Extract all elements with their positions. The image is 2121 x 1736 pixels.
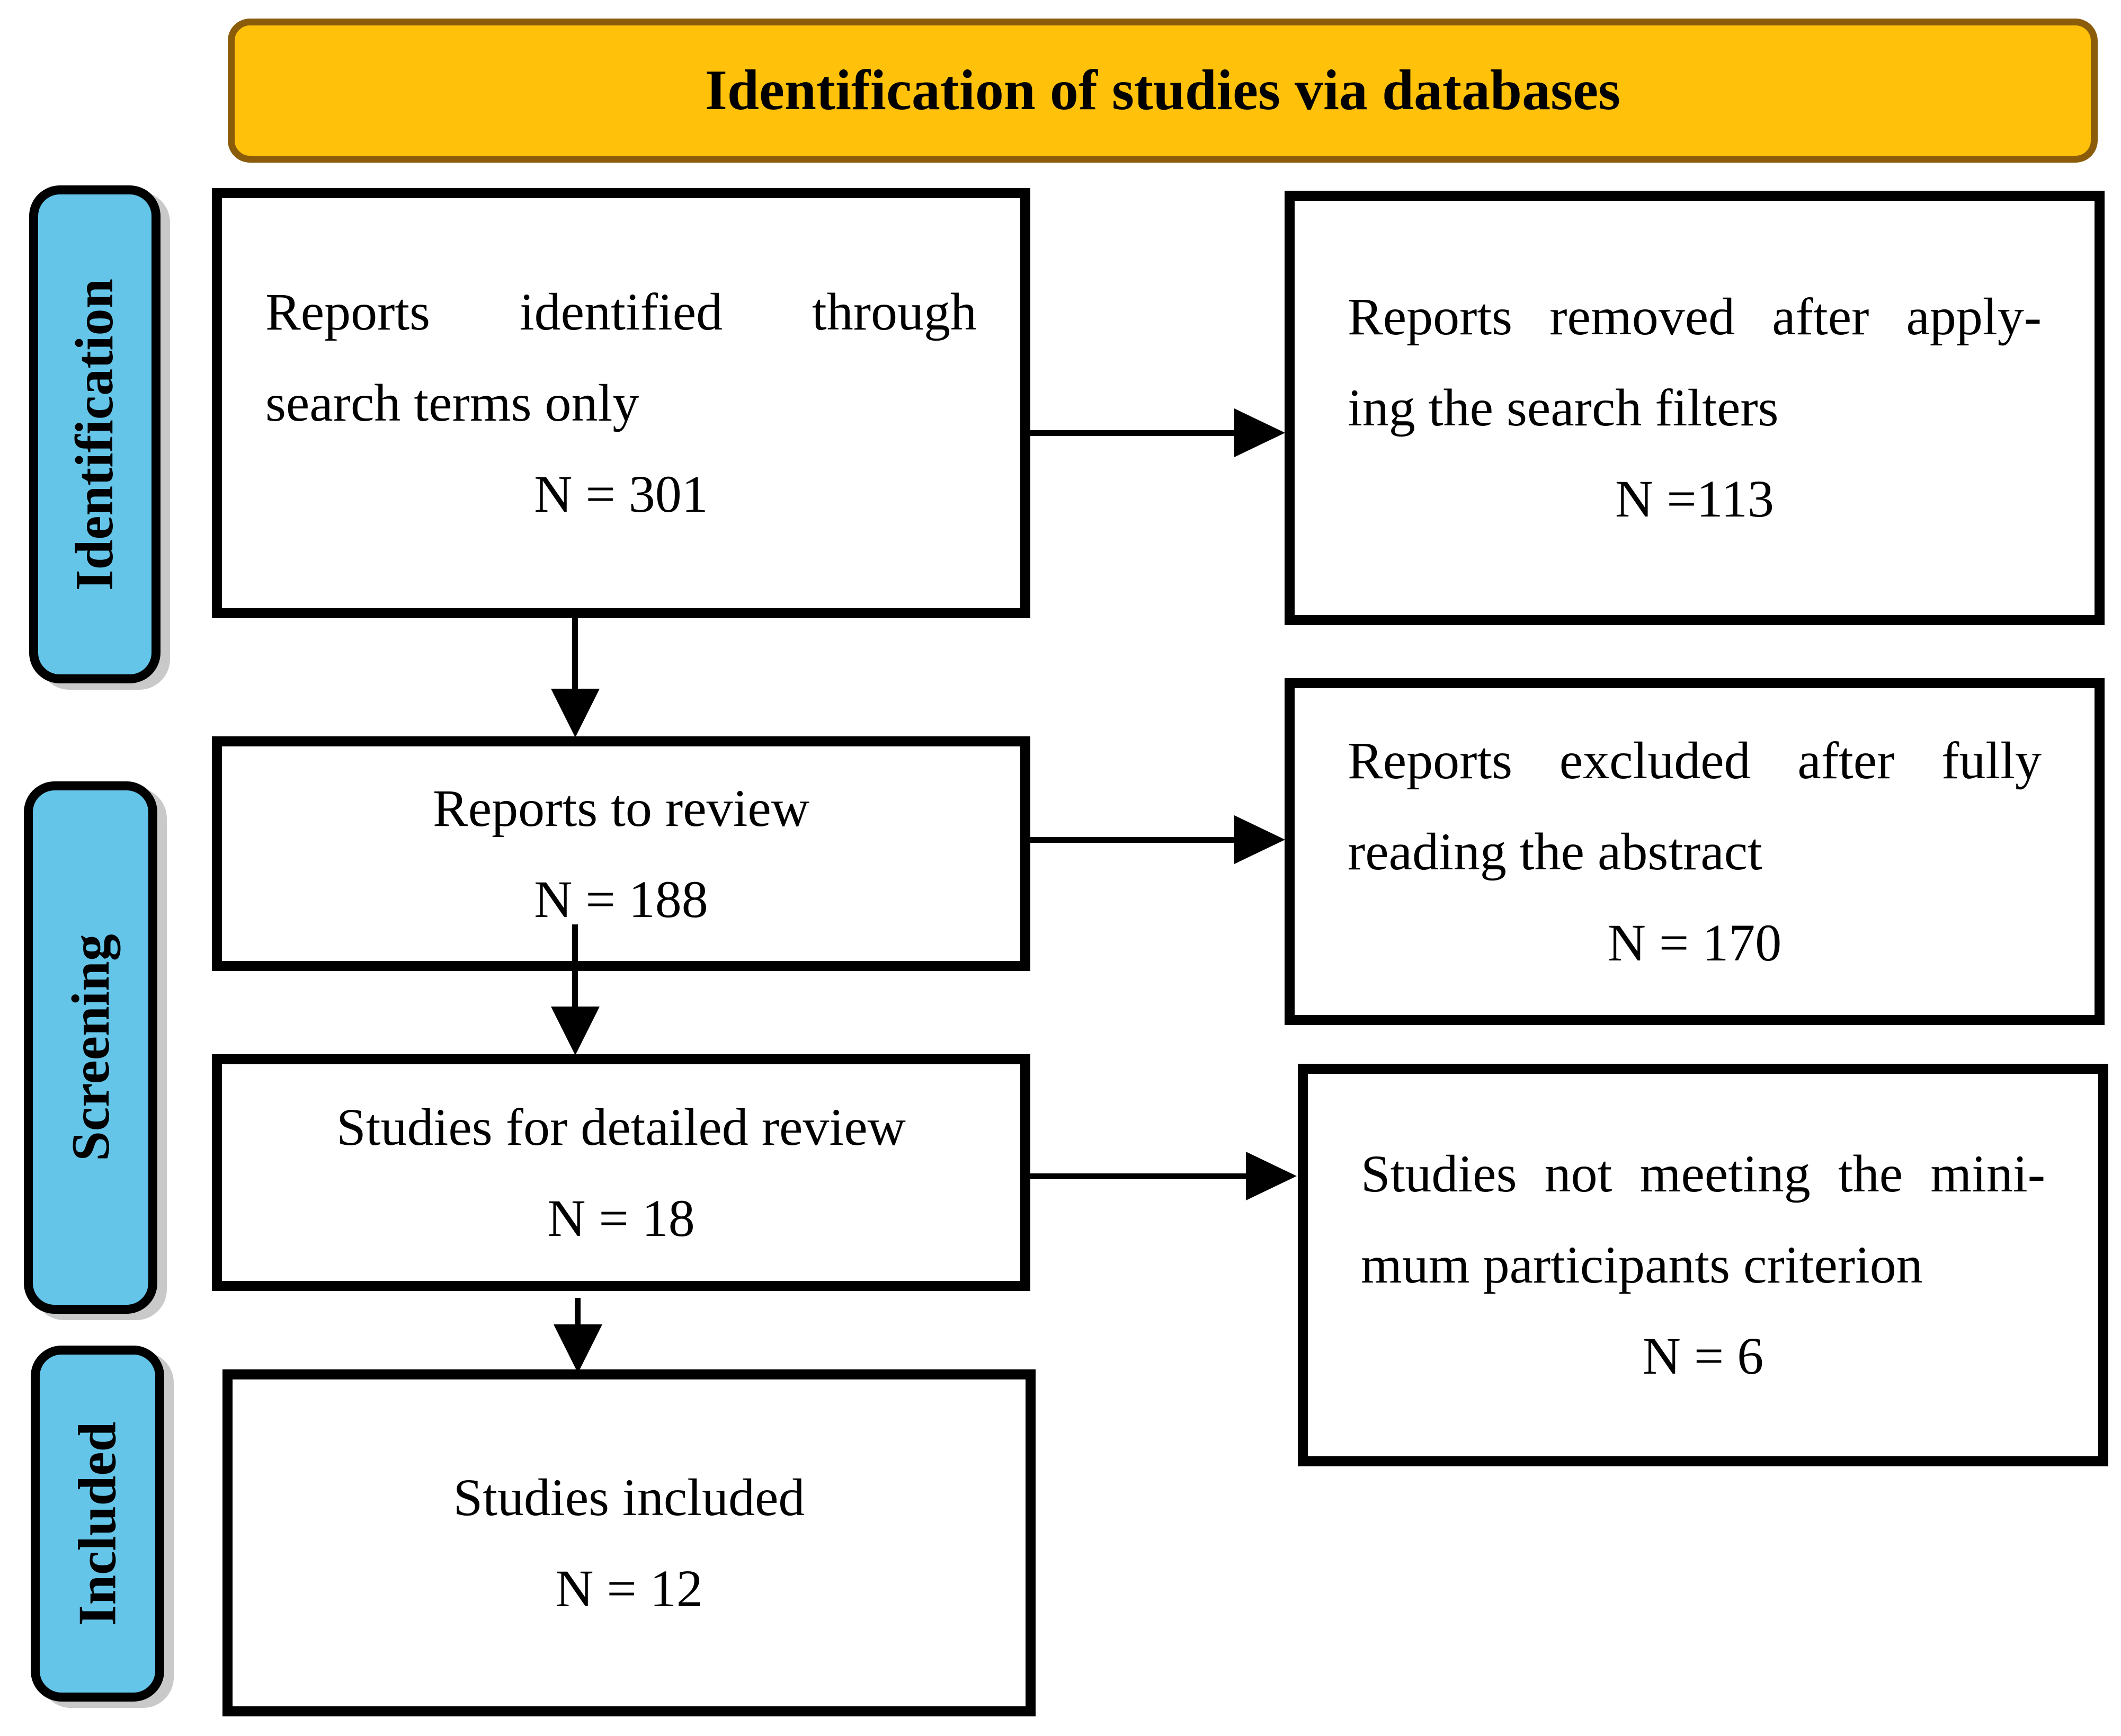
header-title: Identification of studies via databases — [705, 59, 1621, 122]
box-reports-excluded-count: N = 170 — [1607, 913, 1782, 972]
box-reports-removed-count: N =113 — [1615, 469, 1774, 528]
stage-included-label: Included — [67, 1421, 128, 1626]
box-studies-included: Studies included N = 12 — [222, 1369, 1036, 1716]
arrow-down-2-shaft — [572, 924, 578, 1009]
stage-screening-label: Screening — [60, 934, 121, 1161]
arrow-right-row3-shaft — [1028, 1173, 1247, 1179]
stage-identification-label: Identification — [65, 278, 125, 591]
box-studies-included-line1: Studies included — [453, 1467, 805, 1527]
box-reports-removed-line2: ing the search filters — [1348, 378, 1779, 437]
arrow-down-1-shaft — [572, 617, 578, 691]
header-banner: Identification of studies via databases — [228, 19, 2098, 163]
arrow-right-row3-icon — [1246, 1152, 1297, 1200]
box-reports-identified-line1: Reports identified through — [265, 282, 977, 341]
box-reports-to-review-count: N = 188 — [534, 869, 708, 929]
box-studies-not-meeting: Studies not meeting the mini- mum partic… — [1298, 1064, 2108, 1466]
box-studies-not-meeting-count: N = 6 — [1642, 1327, 1764, 1385]
stage-identification: Identification — [29, 185, 161, 683]
stage-included: Included — [31, 1346, 164, 1702]
box-studies-detailed-review: Studies for detailed review N = 18 — [212, 1054, 1030, 1291]
box-reports-identified-count: N = 301 — [534, 465, 708, 523]
box-reports-identified-line2: search terms only — [265, 373, 639, 432]
arrow-right-row1-shaft — [1028, 430, 1235, 436]
box-reports-to-review-line1: Reports to review — [433, 778, 809, 838]
box-studies-included-count: N = 12 — [555, 1559, 703, 1618]
arrow-right-row2-shaft — [1028, 837, 1235, 843]
box-reports-to-review: Reports to review N = 188 — [212, 736, 1030, 971]
box-studies-detailed-review-line1: Studies for detailed review — [336, 1097, 906, 1156]
arrow-right-row2-icon — [1234, 815, 1285, 864]
box-studies-not-meeting-line2: mum participants criterion — [1361, 1235, 1923, 1294]
stage-screening: Screening — [24, 781, 157, 1314]
box-reports-identified: Reports identified through search terms … — [212, 188, 1030, 618]
box-reports-removed-line1: Reports removed after apply- — [1348, 287, 2042, 346]
arrow-down-3-shaft — [575, 1298, 581, 1327]
box-reports-removed: Reports removed after apply- ing the sea… — [1285, 191, 2105, 625]
box-reports-excluded: Reports excluded after fully reading the… — [1285, 678, 2105, 1025]
arrow-down-2-icon — [551, 1007, 600, 1055]
arrow-down-3-icon — [554, 1324, 602, 1373]
box-reports-excluded-line1: Reports excluded after fully — [1348, 731, 2042, 790]
box-studies-detailed-review-count: N = 18 — [547, 1188, 695, 1248]
arrow-right-row1-icon — [1234, 408, 1285, 457]
box-studies-not-meeting-line1: Studies not meeting the mini- — [1361, 1144, 2045, 1203]
box-reports-excluded-line2: reading the abstract — [1348, 822, 1762, 881]
arrow-down-1-icon — [551, 689, 600, 737]
